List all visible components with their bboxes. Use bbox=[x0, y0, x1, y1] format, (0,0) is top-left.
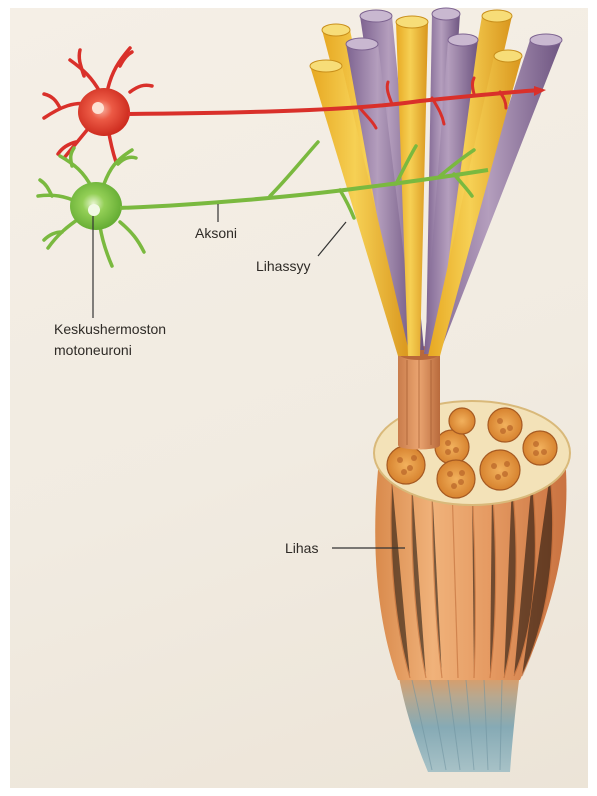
neuron-label-line2: motoneuroni bbox=[54, 342, 132, 358]
muscle-fiber-bundle bbox=[310, 8, 562, 356]
leader-lines bbox=[93, 204, 405, 548]
muscle-fiber-leader-line bbox=[318, 222, 346, 256]
axon-label: Aksoni bbox=[195, 225, 237, 241]
muscle-illustration bbox=[374, 346, 570, 772]
neuron-label-line1: Keskushermoston bbox=[54, 321, 166, 337]
muscle-fiber-label: Lihassyy bbox=[256, 258, 310, 274]
muscle-label: Lihas bbox=[285, 540, 318, 556]
